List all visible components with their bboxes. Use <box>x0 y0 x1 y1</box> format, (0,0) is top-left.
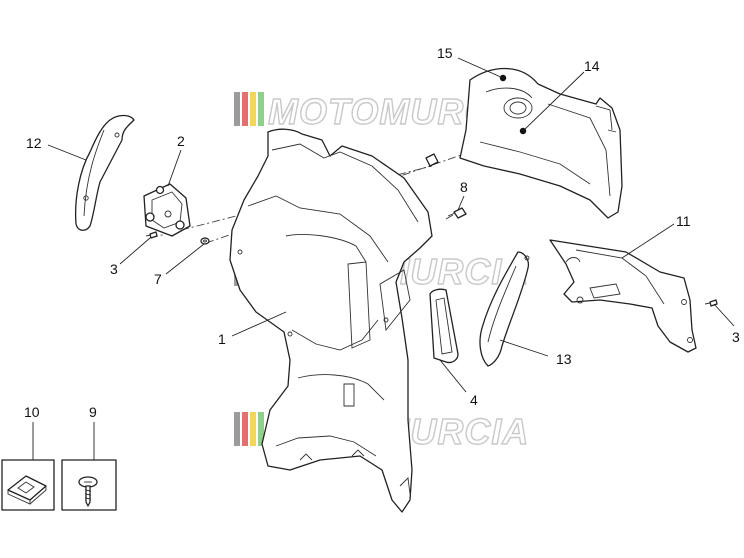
leader-4 <box>439 359 467 393</box>
leader-7 <box>165 243 205 275</box>
callout-7: 7 <box>154 271 162 287</box>
callout-11: 11 <box>676 213 691 229</box>
screw-3-left <box>145 231 158 239</box>
callout-15: 15 <box>437 45 453 61</box>
leader-3-right <box>713 303 735 327</box>
leader-8 <box>457 195 465 211</box>
leader-15 <box>457 57 504 79</box>
leader-11 <box>621 223 675 259</box>
callout-14: 14 <box>584 58 600 74</box>
part-14-upper-panel <box>459 67 623 219</box>
part-13-curved-trim <box>479 251 530 367</box>
callout-3-left: 3 <box>110 261 118 277</box>
callout-3-right: 3 <box>732 329 740 345</box>
callout-2: 2 <box>177 133 185 149</box>
part-1-inner-shield <box>229 128 433 513</box>
callout-1: 1 <box>218 331 226 347</box>
leader-3-left <box>119 237 151 265</box>
screw-8 <box>445 207 467 220</box>
part-11-side-panel <box>549 239 697 353</box>
leader-1 <box>231 311 287 337</box>
leader-14 <box>522 71 585 132</box>
callout-4: 4 <box>470 392 478 408</box>
part-4-cover-panel <box>429 288 459 364</box>
leader-2 <box>167 149 182 187</box>
leader-13 <box>499 339 549 357</box>
callout-13: 13 <box>556 351 572 367</box>
part-10-clip-nut-box <box>1 459 55 511</box>
part-12-trim-strip <box>74 114 135 231</box>
callout-9: 9 <box>89 404 97 420</box>
callout-10: 10 <box>24 404 40 420</box>
callout-12: 12 <box>26 135 42 151</box>
screw-3-right <box>704 299 718 307</box>
part-9-screw-box <box>61 459 117 511</box>
leader-12 <box>47 144 87 161</box>
washer-7 <box>200 237 210 245</box>
clip-small <box>425 153 439 167</box>
part-2-bracket <box>143 183 191 237</box>
callout-8: 8 <box>460 179 468 195</box>
